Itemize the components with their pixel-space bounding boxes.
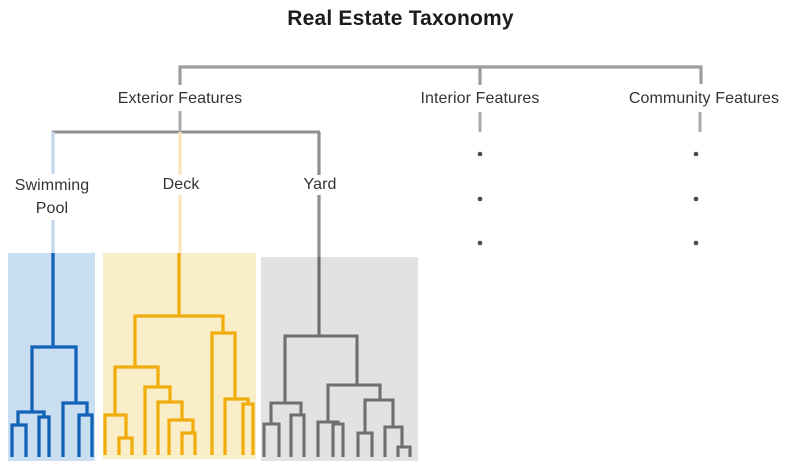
root-connector <box>178 65 703 85</box>
swimming-pool-dendrogram <box>10 253 94 457</box>
community-ellipsis-dots <box>693 151 699 246</box>
dot <box>693 151 699 157</box>
branch-label-exterior-features: Exterior Features <box>114 89 246 109</box>
deck-dendrogram <box>103 253 255 455</box>
yard-dendrogram <box>262 257 412 457</box>
page-title: Real Estate Taxonomy <box>287 7 514 30</box>
branch-label-community-features: Community Features <box>625 89 783 109</box>
dot <box>693 196 699 202</box>
interior-ellipsis-dots <box>477 151 483 246</box>
dot <box>477 240 483 246</box>
branch-label-interior-features: Interior Features <box>417 89 543 109</box>
subbranch-label-swimming-pool: Swimming Pool <box>0 174 108 220</box>
dot <box>693 240 699 246</box>
subbranch-label-yard: Yard <box>300 175 340 195</box>
subbranch-label-deck: Deck <box>159 175 203 195</box>
dot <box>477 196 483 202</box>
dot <box>477 151 483 157</box>
